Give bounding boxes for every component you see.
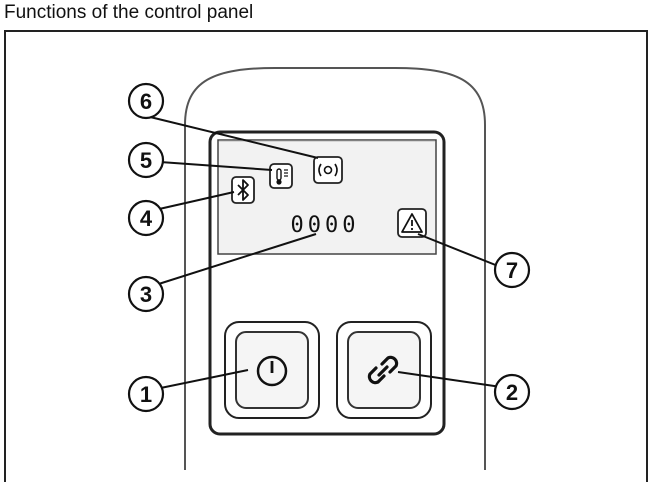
- segment-display: 0000: [291, 213, 360, 238]
- power-icon: [256, 355, 288, 387]
- warning-indicator: [397, 208, 427, 238]
- callout-6: 6: [127, 82, 165, 120]
- callout-5: 5: [127, 141, 165, 179]
- thermometer-icon: [276, 168, 288, 185]
- link-chain-icon: [367, 355, 399, 385]
- callout-2: 2: [493, 373, 531, 411]
- callout-4: 4: [127, 199, 165, 237]
- svg-text:4: 4: [140, 206, 153, 231]
- svg-text:7: 7: [506, 258, 518, 283]
- callout-3: 3: [127, 275, 165, 313]
- callout-7: 7: [493, 251, 531, 289]
- svg-text:1: 1: [140, 382, 152, 407]
- signal-waves-icon: [318, 163, 338, 177]
- link-button[interactable]: [336, 321, 432, 419]
- page-title: Functions of the control panel: [4, 2, 254, 23]
- svg-text:5: 5: [140, 148, 152, 173]
- segment-readout: 0000: [291, 213, 360, 238]
- warning-triangle-icon: [401, 213, 423, 233]
- vibration-indicator: [313, 156, 343, 184]
- svg-text:6: 6: [140, 89, 152, 114]
- power-button[interactable]: [224, 321, 320, 419]
- leader-lines: [145, 115, 509, 392]
- bluetooth-indicator: [231, 176, 255, 204]
- figure-frame: [4, 30, 648, 482]
- temperature-indicator: [269, 163, 293, 189]
- svg-text:3: 3: [140, 282, 152, 307]
- svg-text:2: 2: [506, 380, 518, 405]
- bluetooth-icon: [237, 179, 249, 201]
- callout-1: 1: [127, 375, 165, 413]
